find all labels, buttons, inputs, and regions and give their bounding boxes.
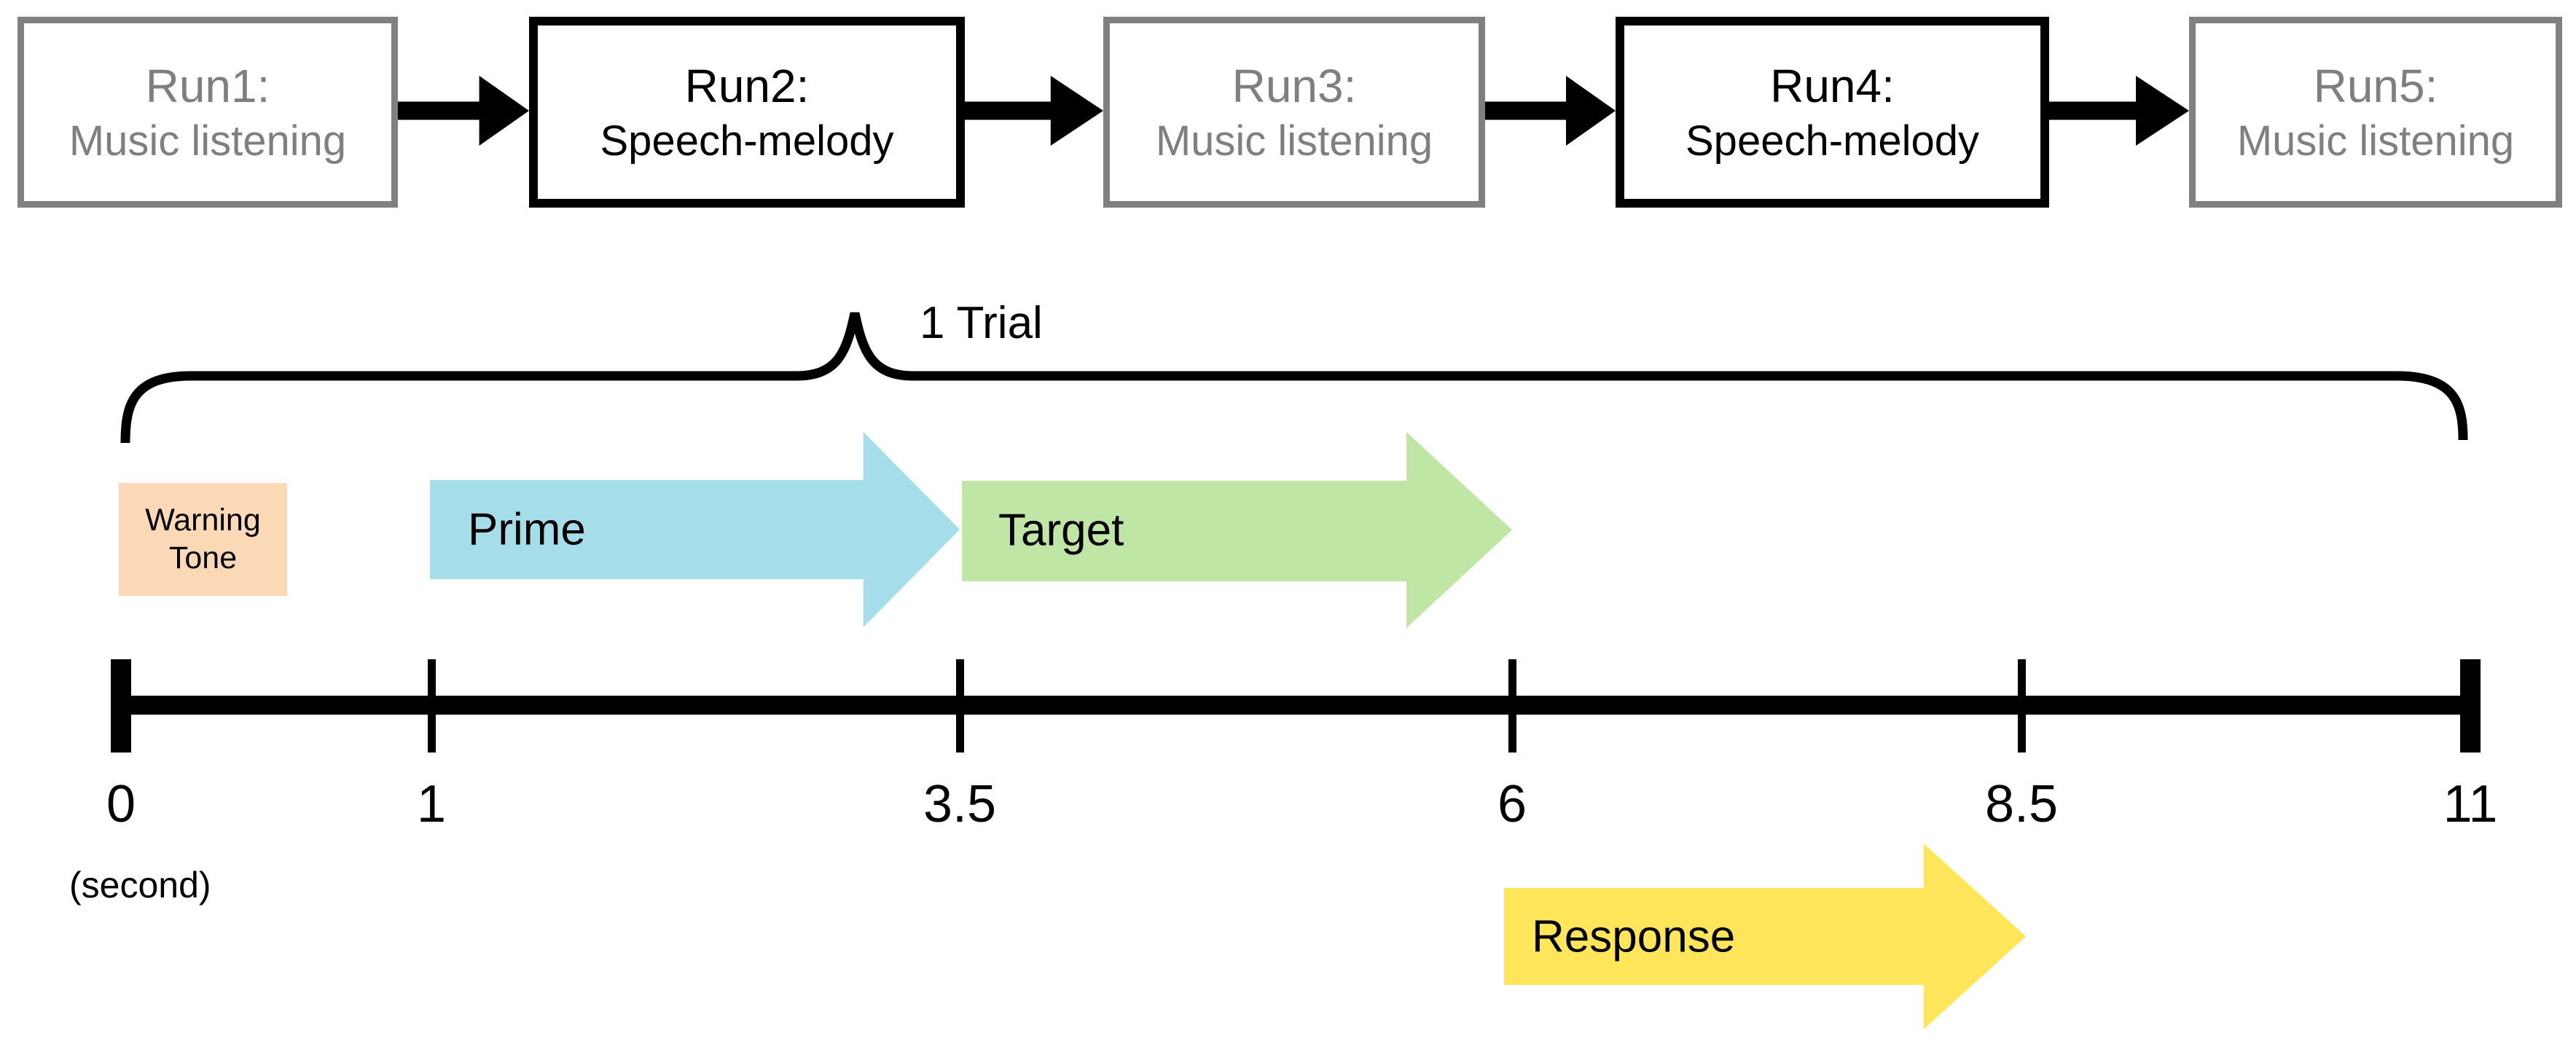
run5-subtitle: Music listening (2236, 117, 2515, 165)
warning-tone-label-line1: Warning (145, 502, 261, 538)
prime-arrow: Prime (430, 432, 960, 627)
warning-tone-label-line2: Tone (168, 540, 238, 575)
sequence-arrow-icon (2049, 76, 2189, 146)
run5-title: Run5: (2313, 59, 2438, 112)
run4-title: Run4: (1770, 59, 1895, 112)
run1-subtitle: Music listening (68, 117, 347, 165)
sequence-arrow-icon (1485, 76, 1616, 146)
timeline-tick-1s (428, 659, 436, 753)
run2-box: Run2: Speech-melody (529, 17, 965, 208)
timeline-axis (121, 696, 2470, 715)
timeline-label-1: 1 (416, 775, 447, 833)
run1-title: Run1: (145, 59, 270, 112)
timeline-label-6: 6 (1497, 775, 1527, 833)
sequence-arrow-icon (398, 76, 529, 146)
target-label: Target (998, 505, 1124, 555)
timeline-label-8-5: 8.5 (1984, 775, 2059, 833)
target-arrow: Target (962, 432, 1512, 628)
run2-subtitle: Speech-melody (600, 117, 894, 165)
run3-subtitle: Music listening (1155, 117, 1433, 165)
timeline-tick-6s (1508, 659, 1516, 753)
timeline-unit-label: (second) (69, 865, 211, 905)
timeline-endcap-start (111, 659, 131, 753)
sequence-arrow-icon (965, 76, 1103, 146)
timeline-endcap-end (2460, 659, 2481, 753)
run1-box: Run1: Music listening (17, 17, 398, 208)
response-label: Response (1532, 911, 1736, 962)
timeline-label-0: 0 (106, 775, 136, 833)
run5-box: Run5: Music listening (2189, 17, 2562, 208)
run2-title: Run2: (684, 59, 810, 112)
timeline-label-11: 11 (2443, 775, 2498, 833)
run4-box: Run4: Speech-melody (1616, 17, 2049, 208)
timeline-tick-8-5s (2018, 659, 2026, 753)
timeline-label-3-5: 3.5 (923, 775, 997, 833)
run3-title: Run3: (1232, 59, 1357, 112)
trial-brace-label: 1 Trial (920, 298, 1043, 348)
prime-label: Prime (468, 504, 586, 555)
warning-tone-box: Warning Tone (119, 483, 287, 596)
response-arrow: Response (1504, 844, 2026, 1029)
run4-subtitle: Speech-melody (1686, 117, 1979, 165)
timeline-tick-3-5s (956, 659, 964, 753)
run3-box: Run3: Music listening (1103, 17, 1485, 208)
